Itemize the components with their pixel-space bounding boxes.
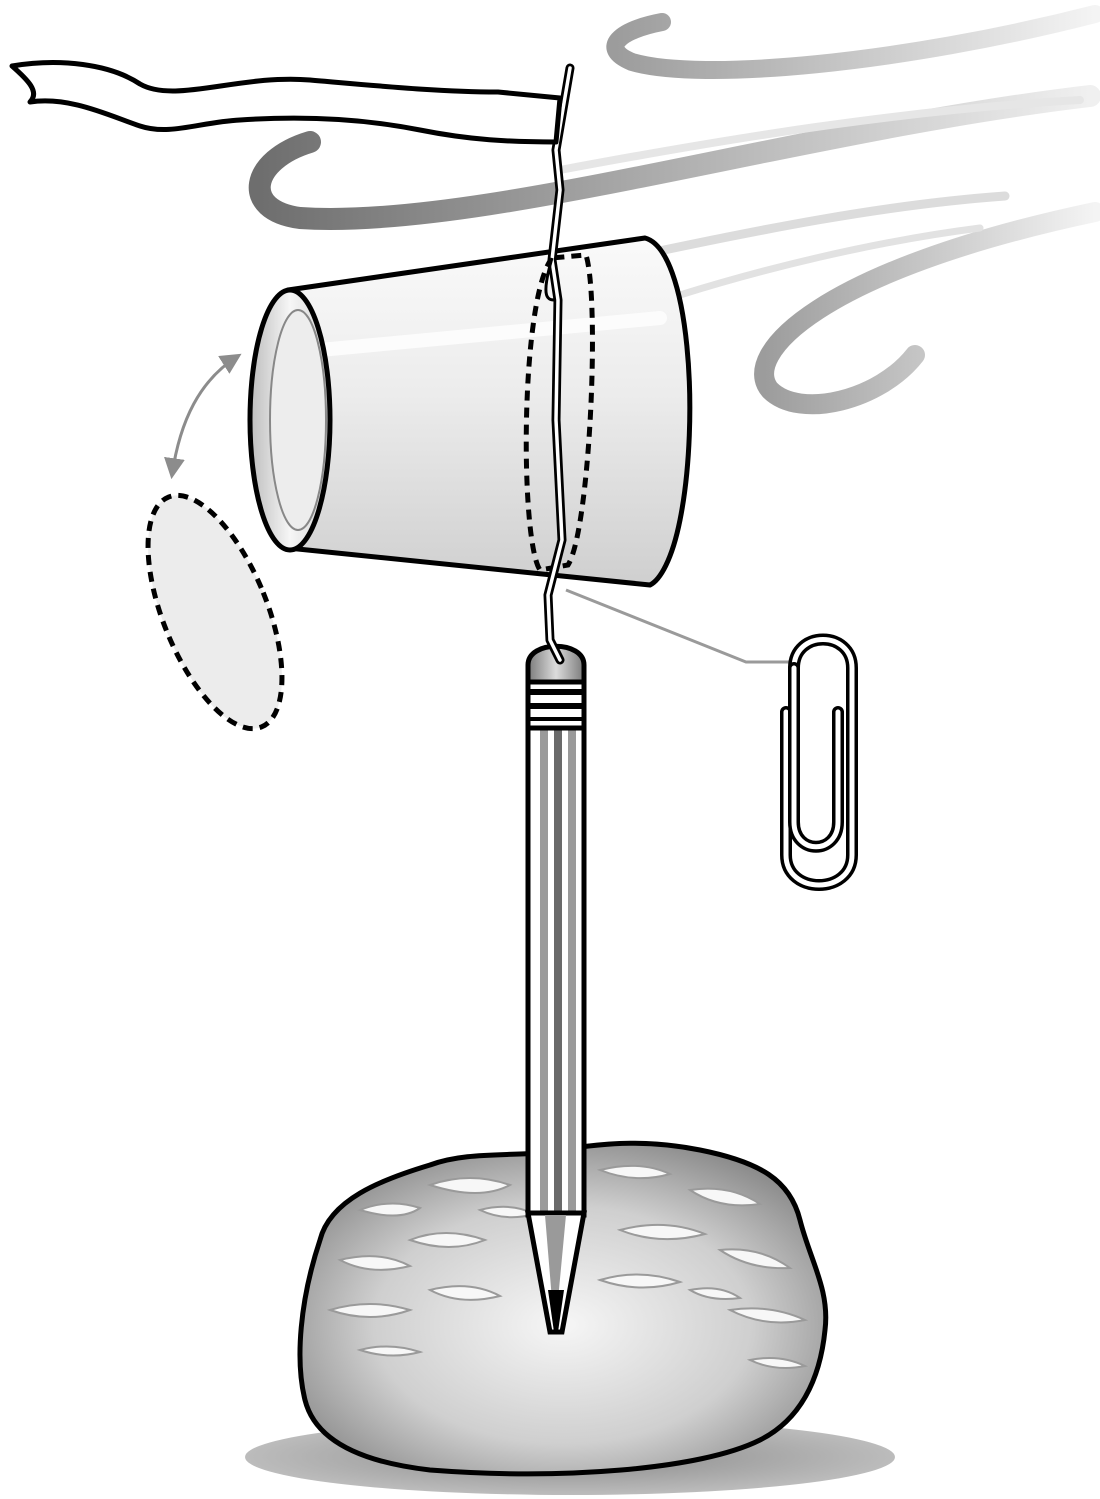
paper-clip-inner-hl <box>794 668 838 847</box>
wind-streak-lower <box>764 212 1095 404</box>
wind-streak-top <box>615 14 1095 70</box>
rotation-arrow <box>172 356 238 475</box>
pencil <box>528 646 584 1332</box>
pencil-facet-mid <box>554 725 562 1213</box>
cup <box>250 238 690 585</box>
pencil-facet-left <box>540 725 548 1213</box>
paper-clip <box>786 640 852 886</box>
flag <box>12 63 560 142</box>
leader-line <box>566 590 794 662</box>
paper-clip-inner <box>794 668 838 847</box>
cup-mouth-inner <box>270 310 326 530</box>
pencil-facet-right <box>568 725 576 1213</box>
cup-body <box>288 238 690 585</box>
